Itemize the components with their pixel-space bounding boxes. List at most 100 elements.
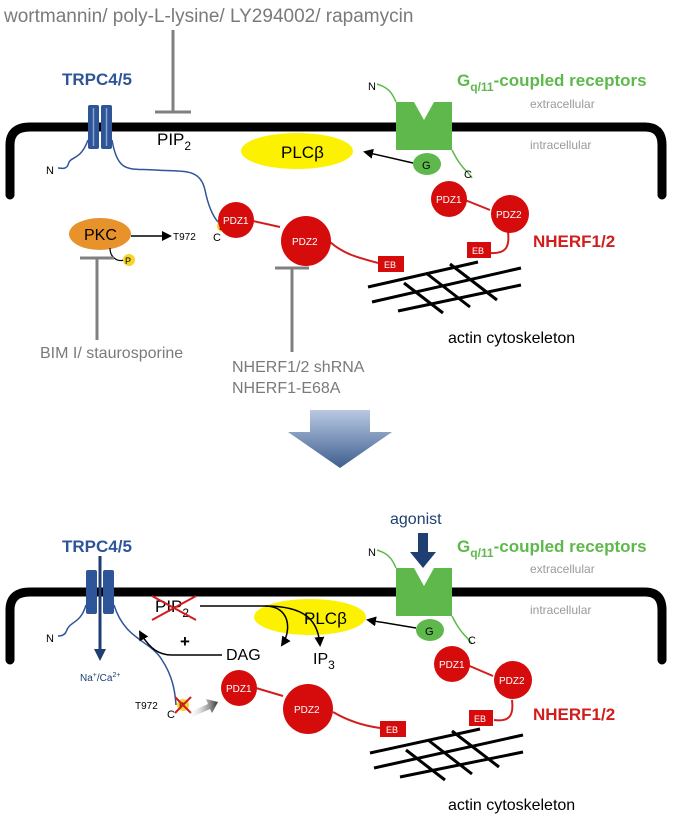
plc-beta-icon <box>241 133 353 169</box>
pip2-inhibitors-label: wortmannin/ poly-L-lysine/ LY294002/ rap… <box>3 6 413 27</box>
agonist-label: agonist <box>390 511 442 528</box>
pdz-linker-bottom <box>255 687 284 697</box>
pdz2-domain <box>281 216 331 266</box>
right-pdz2-label: PDZ2 <box>496 210 522 221</box>
eb-right-label: EB <box>472 246 484 256</box>
pdz2-eb-linker <box>329 241 379 264</box>
receptor-c-terminus <box>451 149 473 179</box>
eb-domain-left <box>378 256 404 272</box>
t972-label-bottom: T972 <box>135 701 158 712</box>
nherf-label: NHERF1/2 <box>533 232 615 251</box>
ip3-label: IP3 <box>313 651 335 672</box>
trpc-c-terminus <box>111 139 219 223</box>
right-pdz2-domain <box>491 195 529 233</box>
pdz2-label: PDZ2 <box>292 237 318 248</box>
pdz2-domain-bottom <box>283 684 333 734</box>
receptor-n-terminus-bottom <box>376 549 397 569</box>
intracellular-label: intracellular <box>530 138 591 152</box>
pip2-cross-icon <box>151 595 197 621</box>
dag-label: DAG <box>226 647 261 664</box>
actin-filaments <box>367 260 522 315</box>
right-pdz2-label-bottom: PDZ2 <box>499 676 525 687</box>
svg-text:Gq/11-coupled receptors: Gq/11-coupled receptors <box>457 537 647 560</box>
top-panel: wortmannin/ poly-L-lysine/ LY294002/ rap… <box>3 6 667 397</box>
dag-to-trpc-arrow <box>139 630 222 656</box>
eb-domain-left-bottom <box>380 721 406 737</box>
intracellular-label-bottom: intracellular <box>530 603 591 617</box>
gpcr-receptor-icon <box>396 102 452 150</box>
right-pdz1-domain-bottom <box>434 646 470 682</box>
trpc-n-terminus-bottom <box>57 604 87 637</box>
trpc-c-label: C <box>213 232 221 244</box>
pkc-label: PKC <box>84 227 117 244</box>
right-pdz2-domain-bottom <box>494 661 532 699</box>
plc-beta-label: PLCβ <box>281 143 324 162</box>
right-pdz2-eb-linker-bottom <box>493 699 514 722</box>
receptor-n-label-bottom: N <box>368 547 376 559</box>
trpc-n-label: N <box>46 165 54 177</box>
eb-domain-right <box>467 242 491 258</box>
pdz1-domain-bottom <box>221 670 257 706</box>
pdz1-label: PDZ1 <box>223 216 249 227</box>
dissociation-arrow-icon <box>190 699 218 717</box>
pdz2-eb-linker-bottom <box>332 711 381 729</box>
gpcr-receptor-icon-bottom <box>396 568 452 616</box>
phosphate-icon <box>123 254 135 266</box>
receptor-n-label: N <box>368 81 376 93</box>
pdz-linker <box>252 220 281 228</box>
cell-membrane-bottom <box>5 587 667 665</box>
nherf-label-bottom: NHERF1/2 <box>533 705 615 724</box>
trpc-channel-icon <box>88 105 112 149</box>
trpc-n-label-bottom: N <box>46 633 54 645</box>
transition-arrow-icon <box>288 410 392 468</box>
g-protein-label-bottom: G <box>425 626 434 638</box>
g-protein-icon <box>413 153 441 175</box>
pip2-to-ip3-arrow <box>264 605 325 647</box>
pdz1-label-bottom: PDZ1 <box>226 684 252 695</box>
actin-filaments-bottom <box>369 727 524 782</box>
plc-beta-label-bottom: PLCβ <box>304 609 347 628</box>
phosphate-cross-icon <box>174 696 192 714</box>
extracellular-label: extracellular <box>530 97 595 111</box>
eb-left-label-bottom: EB <box>386 725 398 735</box>
plc-beta-icon-bottom <box>254 599 366 635</box>
pip2-label: PIP2 <box>157 130 191 153</box>
pdz2-label-bottom: PDZ2 <box>294 705 320 716</box>
receptor-c-label-bottom: C <box>468 635 476 647</box>
right-pdz1-label: PDZ1 <box>436 195 462 206</box>
right-pdz1-domain <box>431 181 467 217</box>
actin-label-bottom: actin cytoskeleton <box>448 797 575 814</box>
pdz1-domain <box>218 202 254 238</box>
t972-label: T972 <box>173 232 196 243</box>
receptor-c-label: C <box>464 169 472 181</box>
trpc-label: TRPC4/5 <box>62 70 132 89</box>
pkc-phospho-link <box>109 247 125 262</box>
ion-label: Na+/Ca2+ <box>80 672 120 684</box>
trpc-n-terminus <box>57 139 89 170</box>
eb-left-label: EB <box>384 260 396 270</box>
g-to-plc-arrow <box>363 148 414 164</box>
phosphate-label: P <box>125 256 131 266</box>
receptor-label: Gq/11-coupled receptors <box>457 71 647 94</box>
right-pdz1-label-bottom: PDZ1 <box>439 660 465 671</box>
eb-right-label-bottom: EB <box>474 714 486 724</box>
g-protein-icon-bottom <box>416 619 444 641</box>
agonist-arrow-icon <box>410 533 436 568</box>
nherf-inhibitor-2-label: NHERF1-E68A <box>232 380 341 397</box>
nherf-inhibitor-1-label: NHERF1/2 shRNA <box>232 359 365 376</box>
g-to-plc-arrow-bottom <box>366 616 417 629</box>
pkc-inhibitors-label: BIM I/ staurosporine <box>40 345 183 362</box>
bottom-panel: agonist extracellular intracellular TRPC… <box>5 511 667 814</box>
trpc-channel-open-icon <box>86 570 114 614</box>
pkc-icon <box>69 218 131 250</box>
g-protein-label: G <box>422 160 431 172</box>
right-pdz2-eb-linker <box>489 231 510 255</box>
eb-domain-right-bottom <box>469 710 493 726</box>
trpc-label-bottom: TRPC4/5 <box>62 537 132 556</box>
receptor-label-bottom: Gq/11-coupled receptors <box>457 537 647 560</box>
trpc-c-label-bottom: C <box>167 709 175 721</box>
cell-membrane <box>5 122 667 200</box>
receptor-n-terminus <box>376 83 397 103</box>
